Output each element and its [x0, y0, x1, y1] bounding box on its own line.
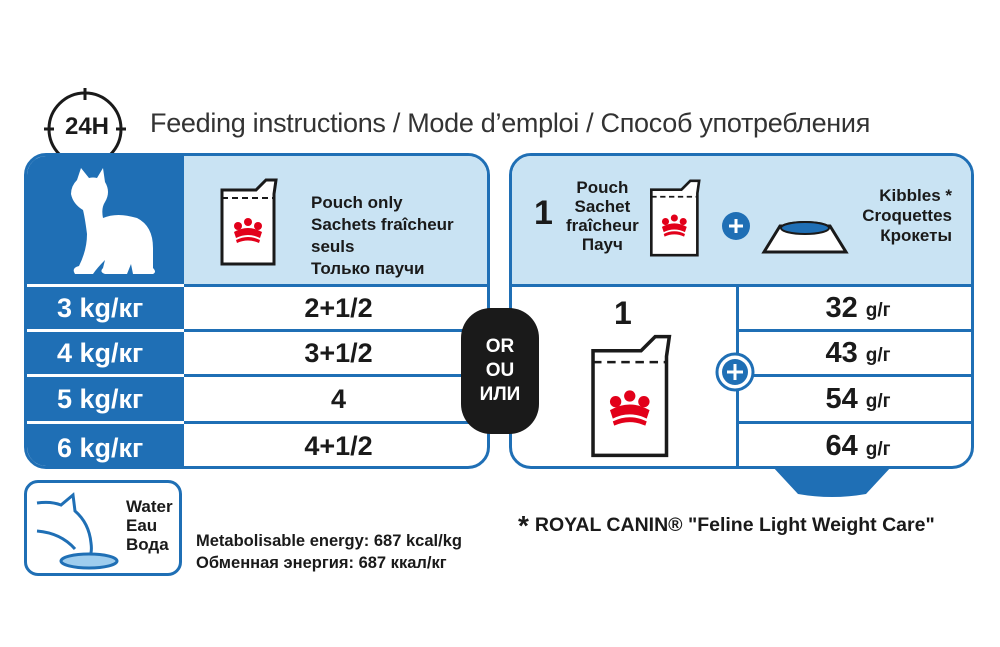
- water-en: Water: [126, 497, 173, 516]
- grams-unit: g/г: [865, 438, 891, 460]
- pouch-label-en: Pouch: [576, 178, 629, 197]
- pouch-quantity: 1: [614, 295, 632, 331]
- water-label: Water Eau Вода: [126, 497, 173, 554]
- pouch-only-table: Pouch only Sachets fraîcheur seuls Тольк…: [24, 153, 490, 469]
- energy-info: Metabolisable energy: 687 kcal/kg Обменн…: [196, 530, 462, 574]
- grams-value: 43: [825, 336, 858, 369]
- water-ru: Вода: [126, 535, 169, 554]
- pouch-count: 1: [534, 194, 553, 232]
- footnote-text: ROYAL CANIN® "Feline Light Weight Care": [534, 514, 935, 536]
- mixed-feeding-header: 1 Pouch Sachet fraîcheur Пауч Kibbles *: [512, 156, 971, 284]
- cat-drinking-icon: [36, 492, 119, 570]
- or-fr: OU: [485, 360, 515, 381]
- weight-cell: 4 kg/кг: [27, 329, 184, 374]
- grams-unit: g/г: [865, 391, 891, 412]
- footnote-asterisk: *: [518, 510, 529, 541]
- pouches-cell: 2+1/2: [184, 284, 487, 329]
- grams-unit: g/г: [865, 300, 891, 321]
- arrow-down-icon: [772, 466, 892, 497]
- pouches-cell: 3+1/2: [184, 329, 487, 374]
- pouch-only-fr: Sachets fraîcheur seuls: [311, 215, 454, 256]
- weight-cell: 6 kg/кг: [27, 421, 184, 466]
- pouch-label-fr2: fraîcheur: [566, 216, 639, 235]
- pouch-label-fr1: Sachet: [574, 197, 631, 216]
- kibbles-grams-cell: 32 g/г: [739, 284, 971, 329]
- kibbles-label: Kibbles * Croquettes Крокеты: [860, 186, 952, 246]
- pouch-label: Pouch Sachet fraîcheur Пауч: [566, 178, 639, 254]
- bowl-icon: [761, 221, 849, 254]
- mixed-feeding-table: 1 Pouch Sachet fraîcheur Пауч Kibbles *: [509, 153, 974, 469]
- energy-ru: Обменная энергия: 687 ккал/кг: [196, 554, 447, 572]
- kibbles-label-ru: Крокеты: [880, 226, 952, 245]
- water-box: Water Eau Вода: [24, 480, 182, 576]
- page-title: Feeding instructions / Mode d’emploi / С…: [150, 108, 871, 138]
- footnote: *ROYAL CANIN® "Feline Light Weight Care": [518, 510, 935, 542]
- pouch-label-ru: Пауч: [581, 235, 623, 254]
- pouch-icon: [220, 178, 278, 266]
- or-ru: ИЛИ: [479, 384, 521, 405]
- pouch-icon: [591, 334, 672, 458]
- kibbles-grams-cell: 64 g/г: [739, 421, 971, 466]
- cat-icon: [71, 168, 155, 274]
- grams-value: 64: [825, 430, 858, 462]
- pouch-icon: [649, 179, 701, 257]
- clock-label: 24H: [64, 113, 110, 140]
- kibbles-label-en: Kibbles *: [879, 186, 952, 205]
- pouch-only-ru: Только паучи: [311, 259, 425, 278]
- grams-unit: g/г: [865, 345, 891, 366]
- pouches-cell: 4+1/2: [184, 421, 487, 466]
- pouch-quantity-cell: 1: [512, 284, 736, 466]
- plus-icon: [722, 212, 750, 240]
- kibbles-grams-cell: 43 g/г: [739, 329, 971, 374]
- kibbles-grams-cell: 54 g/г: [739, 374, 971, 421]
- weight-cell: 5 kg/кг: [27, 374, 184, 421]
- pouches-cell: 4: [184, 374, 487, 421]
- or-badge: OR OU ИЛИ: [461, 308, 539, 434]
- grams-value: 54: [825, 382, 858, 415]
- or-en: OR: [485, 336, 515, 357]
- cat-header-cell: [27, 156, 184, 284]
- pouch-only-header-cell: Pouch only Sachets fraîcheur seuls Тольк…: [184, 156, 487, 284]
- royal-canin-crown-icon: [234, 218, 262, 243]
- plus-icon: [715, 352, 755, 392]
- water-fr: Eau: [126, 516, 158, 535]
- pouch-only-label: Pouch only Sachets fraîcheur seuls Тольк…: [311, 192, 487, 280]
- energy-en: Metabolisable energy: 687 kcal/kg: [196, 532, 462, 550]
- kibbles-label-fr: Croquettes: [862, 206, 952, 225]
- grams-value: 32: [825, 291, 858, 324]
- weight-cell: 3 kg/кг: [27, 284, 184, 329]
- pouch-only-en: Pouch only: [311, 193, 403, 212]
